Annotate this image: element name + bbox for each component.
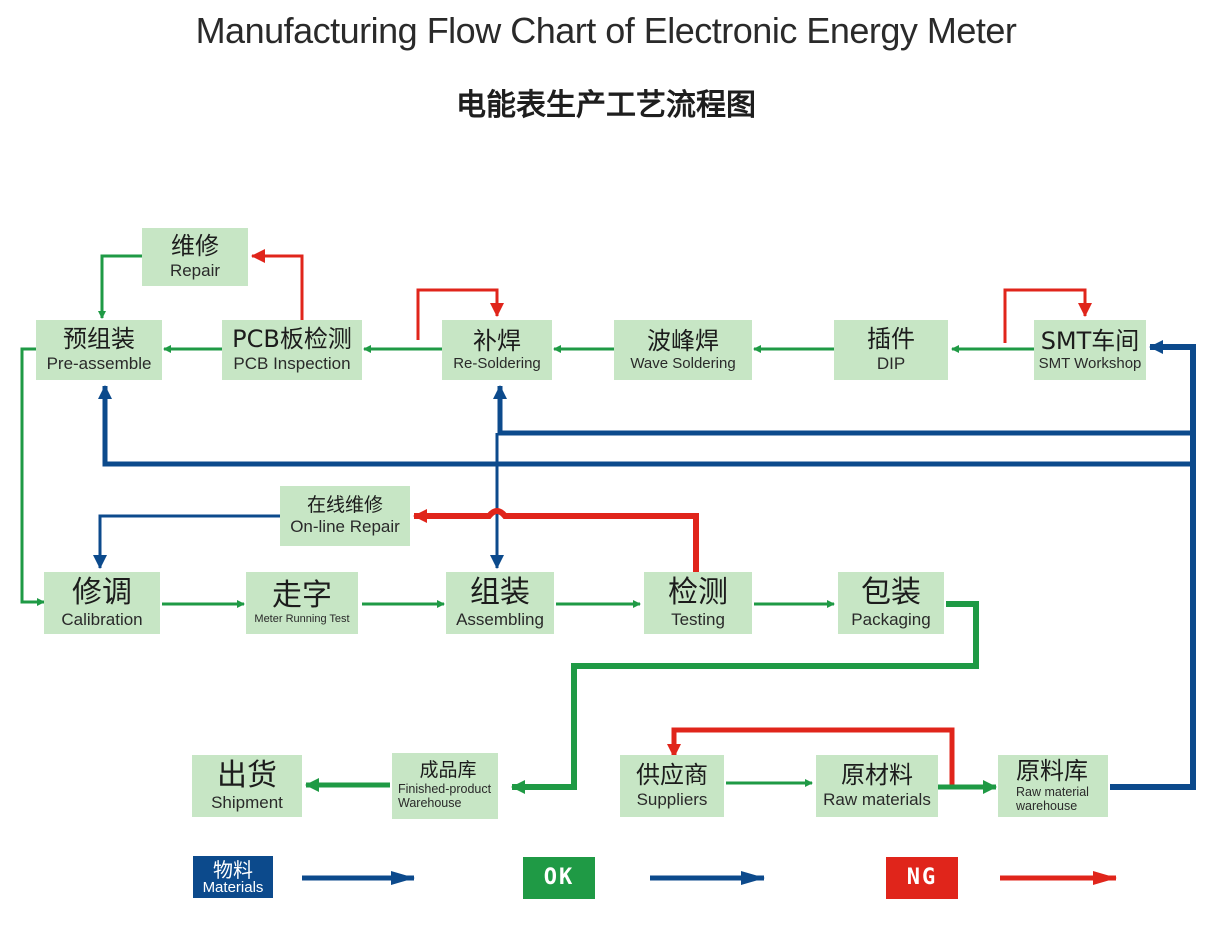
diagram-subtitle: 电能表生产工艺流程图 [456, 88, 756, 123]
node-pcb-inspection: PCB板检测 PCB Inspection [222, 320, 362, 380]
material-line-preassemble [98, 385, 1193, 467]
node-calibration-cn: 修调 [72, 575, 132, 611]
ok-packaging-to-finished [511, 601, 979, 794]
node-calibration: 修调 Calibration [44, 572, 160, 634]
node-assembling: 组装 Assembling [446, 572, 554, 634]
node-running-test-cn: 走字 [272, 578, 332, 614]
node-online-repair-en: On-line Repair [290, 517, 400, 537]
node-calibration-en: Calibration [61, 609, 143, 629]
node-raw-warehouse: 原料库 Raw material warehouse [998, 755, 1108, 817]
node-packaging-en: Packaging [851, 609, 931, 629]
node-dip-cn: 插件 [867, 325, 915, 354]
node-wave-soldering: 波峰焊 Wave Soldering [614, 320, 752, 380]
node-pre-assemble-en: Pre-assemble [46, 353, 152, 373]
node-re-soldering: 补焊 Re-Soldering [442, 320, 552, 380]
node-testing-en: Testing [671, 609, 725, 629]
node-packaging-cn: 包装 [861, 575, 921, 611]
node-repair-en: Repair [169, 260, 221, 280]
node-repair-cn: 维修 [171, 232, 219, 261]
node-packaging: 包装 Packaging [838, 572, 944, 634]
ng-raw-to-suppliers [667, 727, 955, 788]
node-assembling-en: Assembling [456, 609, 544, 629]
node-dip: 插件 DIP [834, 320, 948, 380]
node-assembling-cn: 组装 [470, 575, 530, 611]
node-smt: SMT车间 SMT Workshop [1034, 320, 1146, 380]
node-shipment-en: Shipment [211, 792, 283, 812]
node-running-test-en: Meter Running Test [254, 612, 350, 625]
legend-ok: OK [523, 857, 595, 899]
node-raw-warehouse-cn: 原料库 [1016, 756, 1088, 785]
node-re-soldering-en: Re-Soldering [453, 354, 541, 372]
online-repair-to-calibration [93, 514, 280, 569]
legend-materials-cn: 物料 [213, 857, 253, 882]
ok-repair-to-preassemble [98, 254, 142, 319]
node-suppliers: 供应商 Suppliers [620, 755, 724, 817]
node-pcb-inspection-cn: PCB板检测 [232, 325, 352, 354]
node-shipment-cn: 出货 [217, 758, 277, 794]
ng-testing-to-online-repair [413, 508, 699, 572]
node-suppliers-cn: 供应商 [636, 761, 708, 790]
node-wave-soldering-en: Wave Soldering [630, 354, 736, 372]
node-raw-materials-en: Raw materials [823, 789, 931, 809]
ok-preassemble-to-calibration [20, 347, 45, 606]
legend-materials-en: Materials [202, 878, 264, 896]
legend-materials: 物料 Materials [193, 856, 273, 898]
legend-ng: NG [886, 857, 958, 899]
node-testing-cn: 检测 [668, 575, 728, 611]
node-shipment: 出货 Shipment [192, 755, 302, 817]
node-pcb-inspection-en: PCB Inspection [233, 353, 351, 373]
material-line-resoldering [493, 385, 1193, 436]
node-finished-warehouse: 成品库 Finished-product Warehouse [392, 753, 498, 819]
ng-smt-loop [1003, 288, 1092, 343]
node-re-soldering-cn: 补焊 [473, 326, 521, 355]
diagram-title: Manufacturing Flow Chart of Electronic E… [195, 10, 1017, 51]
ng-resoldering-loop [416, 288, 504, 340]
node-dip-en: DIP [876, 353, 906, 373]
node-online-repair: 在线维修 On-line Repair [280, 486, 410, 546]
node-raw-materials-cn: 原材料 [841, 761, 913, 790]
ng-pcb-to-repair [251, 249, 304, 320]
node-pre-assemble-cn: 预组装 [63, 325, 135, 354]
node-smt-cn: SMT车间 [1040, 326, 1140, 355]
node-running-test: 走字 Meter Running Test [246, 572, 358, 634]
legend-ng-label: NG [906, 865, 938, 890]
legend-ok-label: OK [543, 865, 575, 890]
node-repair: 维修 Repair [142, 228, 248, 286]
node-testing: 检测 Testing [644, 572, 752, 634]
node-smt-en: SMT Workshop [1038, 354, 1142, 372]
node-pre-assemble: 预组装 Pre-assemble [36, 320, 162, 380]
node-wave-soldering-cn: 波峰焊 [647, 326, 719, 355]
node-raw-warehouse-en: Raw material warehouse [1016, 784, 1089, 813]
node-suppliers-en: Suppliers [636, 789, 708, 809]
node-online-repair-cn: 在线维修 [306, 494, 383, 517]
node-finished-warehouse-cn: 成品库 [419, 759, 477, 782]
node-finished-warehouse-en: Finished-product Warehouse [398, 782, 492, 810]
material-line-main [1110, 340, 1196, 790]
node-raw-materials: 原材料 Raw materials [816, 755, 938, 817]
